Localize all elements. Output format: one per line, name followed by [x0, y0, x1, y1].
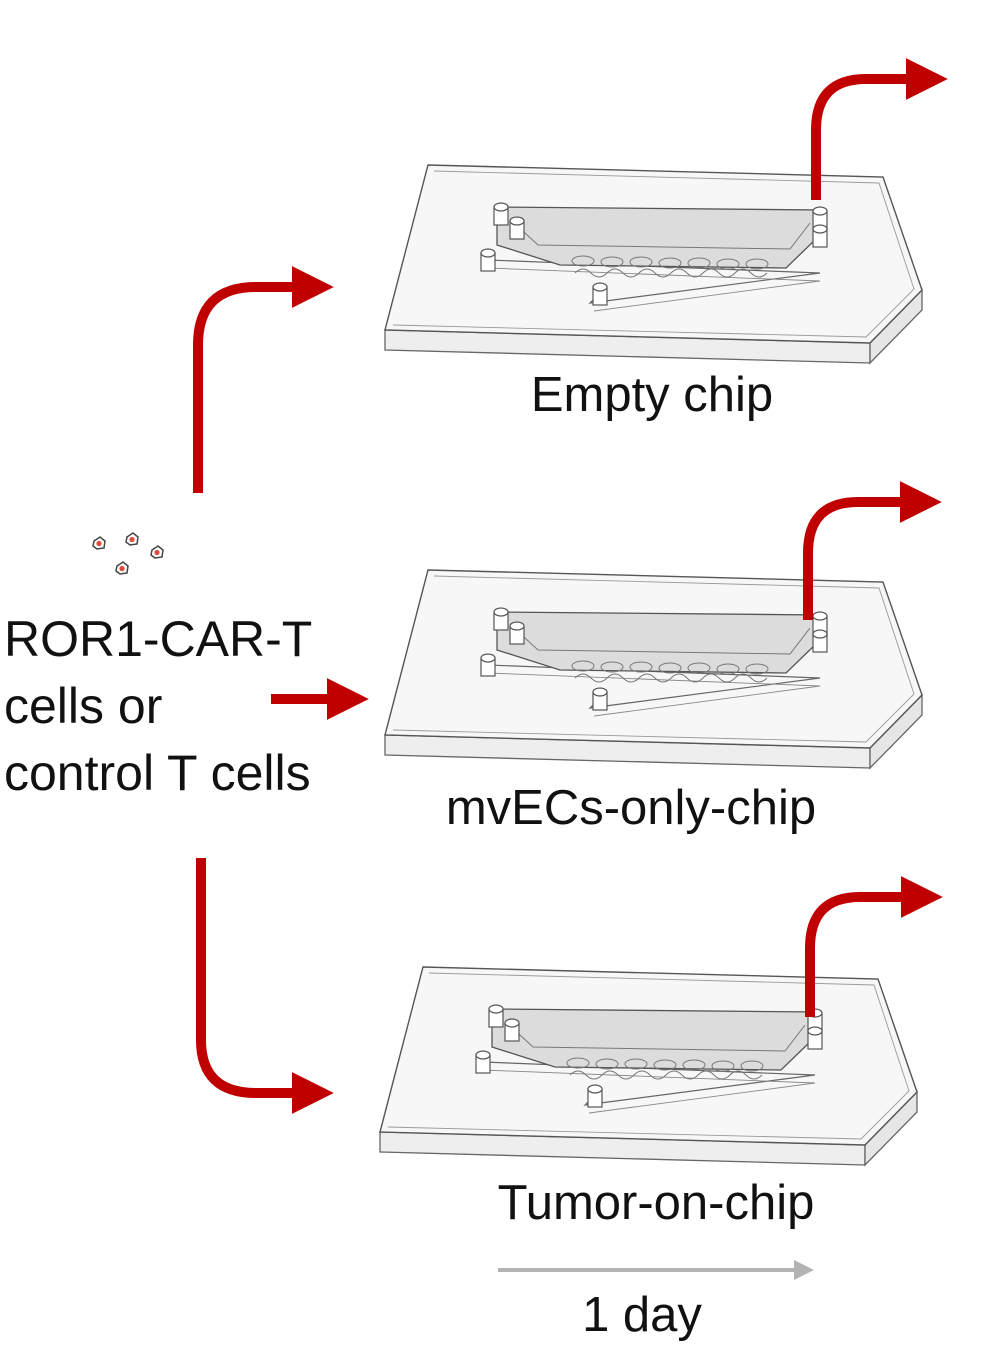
chip-empty [384, 164, 923, 364]
source-label-line-2: cells or [4, 678, 162, 734]
chip-tumor [379, 966, 918, 1166]
chip-label-empty: Empty chip [531, 368, 773, 422]
t-cells-icon [92, 532, 164, 575]
chip-mvecs-only [384, 569, 923, 769]
outlet-arrow-mvecs-chip [803, 481, 942, 620]
arrow-to-empty-chip [193, 266, 334, 493]
outlet-arrow-empty-chip [811, 58, 948, 200]
arrow-to-tumor-chip [196, 858, 334, 1114]
chip-label-tumor: Tumor-on-chip [498, 1176, 815, 1230]
chip-label-mvecs-only: mvECs-only-chip [446, 781, 816, 835]
source-label-line-3: control T cells [4, 745, 311, 801]
outlet-arrow-tumor-chip [805, 876, 943, 1017]
timeline-label: 1 day [582, 1288, 702, 1342]
source-label-line-1: ROR1-CAR-T [4, 611, 312, 667]
